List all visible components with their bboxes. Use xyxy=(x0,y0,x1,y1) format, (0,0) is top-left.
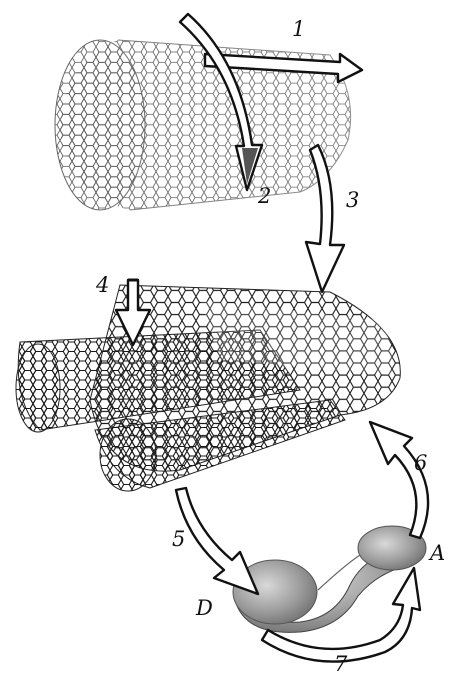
arrow-5 xyxy=(176,488,258,594)
nanotube-bundle xyxy=(16,285,400,491)
orbital-da xyxy=(233,526,426,632)
label-acceptor: A xyxy=(428,541,445,565)
arrow-6 xyxy=(370,422,428,538)
label-5: 5 xyxy=(172,527,185,551)
label-donor: D xyxy=(195,596,213,620)
label-4: 4 xyxy=(95,273,109,297)
label-1: 1 xyxy=(292,17,305,41)
label-7: 7 xyxy=(334,652,348,676)
label-2: 2 xyxy=(257,184,271,208)
label-6: 6 xyxy=(414,451,427,475)
label-3: 3 xyxy=(346,188,359,212)
